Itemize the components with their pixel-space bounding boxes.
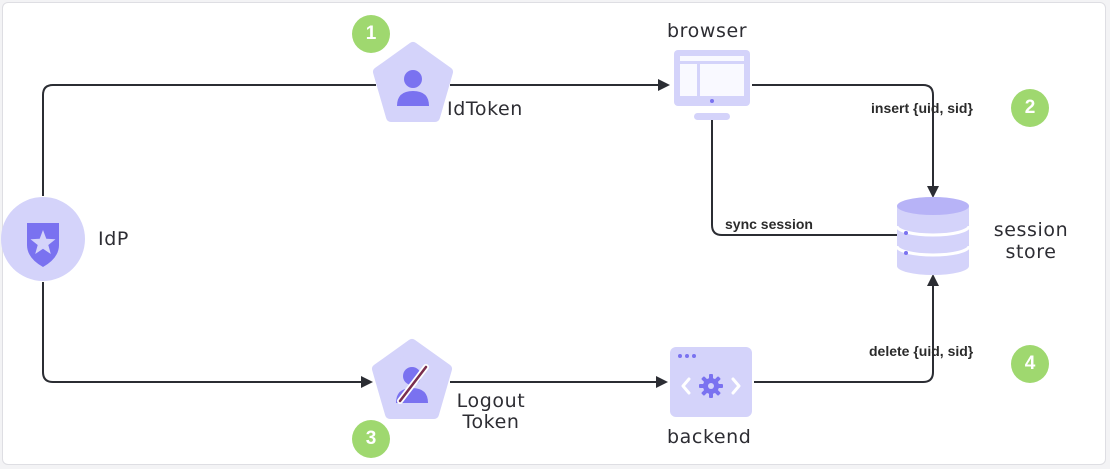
monitor-icon xyxy=(674,50,750,120)
logout-token-label-line1: Logout xyxy=(456,390,526,412)
logout-token-label-line2: Token xyxy=(462,411,520,433)
edge-browser-to-session-store xyxy=(752,84,939,198)
insert-edge-label: insert {uid, sid} xyxy=(871,100,973,116)
session-store-label-line1: session xyxy=(993,219,1069,241)
idp-label: IdP xyxy=(98,228,129,250)
edge-idp-to-logout-token xyxy=(42,282,373,388)
step-badge-1: 1 xyxy=(352,15,390,53)
user-slash-icon xyxy=(372,339,452,419)
step-badge-4: 4 xyxy=(1011,345,1049,383)
code-gear-icon xyxy=(670,347,752,417)
session-store-label-line2: store xyxy=(1005,241,1057,263)
step-badge-3: 3 xyxy=(352,420,390,458)
edge-sync-session xyxy=(711,120,897,236)
shield-star-icon xyxy=(1,197,85,281)
backend-label: backend xyxy=(667,426,752,448)
user-icon xyxy=(373,42,453,122)
edge-idp-to-idtoken xyxy=(42,84,376,196)
edge-backend-to-session-store xyxy=(754,274,939,383)
logout-token-label: Logout Token xyxy=(442,391,540,433)
delete-edge-label: delete {uid, sid} xyxy=(869,343,974,359)
session-store-label: session store xyxy=(982,219,1080,263)
database-icon xyxy=(895,197,971,275)
idtoken-label: IdToken xyxy=(447,98,523,120)
sync-session-edge-label: sync session xyxy=(725,216,813,232)
step-badge-2: 2 xyxy=(1011,89,1049,127)
browser-label: browser xyxy=(667,20,748,42)
